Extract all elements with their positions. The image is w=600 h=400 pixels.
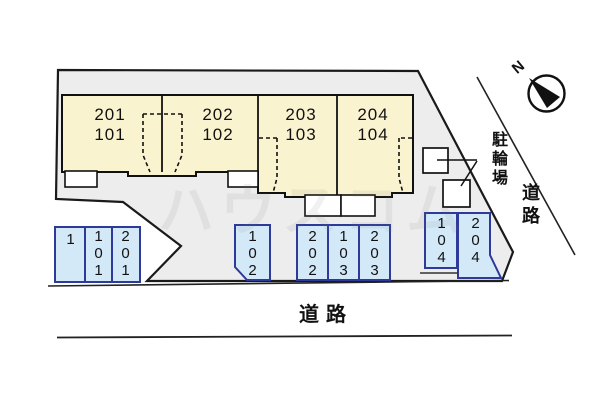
road-label-right: 道路 (520, 183, 540, 229)
porch-step-4 (340, 194, 376, 217)
road-edge-near (47, 279, 510, 287)
compass-needle (529, 78, 560, 108)
unit-lower-number: 103 (285, 125, 317, 144)
stall-number-204: 204 (471, 215, 480, 266)
unit-label-201-101: 201 101 (80, 105, 140, 145)
unit-label-204-104: 204 104 (343, 105, 403, 145)
porch-step-1 (64, 170, 98, 188)
road-label-bottom: 道路 (299, 304, 353, 326)
road-edge-far (56, 334, 513, 339)
entrance-path-dashed-3 (398, 137, 412, 194)
stall-number-1: 1 (66, 231, 75, 248)
bicycle-parking-label: 駐輪場 (489, 131, 506, 188)
unit-upper-number: 204 (357, 105, 389, 124)
stall-101-shape (84, 226, 113, 283)
stall-201-shape (111, 226, 141, 283)
road-edge-right (476, 76, 576, 256)
unit-label-202-102: 202 102 (188, 105, 248, 145)
watermark-text: ハウスコム (158, 179, 468, 242)
stall-number-201: 201 (121, 228, 130, 279)
bicycle-rack-2 (442, 179, 471, 208)
stall-number-103: 103 (339, 228, 348, 279)
unit-upper-number: 201 (94, 105, 126, 124)
unit-label-203-103: 203 103 (271, 105, 331, 145)
unit-upper-number: 202 (202, 105, 234, 124)
parking-stalls (54, 212, 503, 283)
stall-104-shape (424, 212, 458, 269)
bicycle-leader-line-2 (460, 160, 478, 187)
unit-lower-number: 101 (94, 125, 126, 144)
stall-number-102: 102 (248, 228, 257, 279)
stall-number-202: 202 (308, 228, 317, 279)
stall-number-203: 203 (370, 228, 379, 279)
stall-202-shape (296, 224, 329, 281)
stall-number-104: 104 (437, 215, 446, 266)
unit-upper-number: 203 (285, 105, 317, 124)
stall-102-shape (234, 224, 271, 281)
entrance-path-dashed-2 (259, 137, 278, 194)
stall-203-shape (358, 224, 391, 281)
stall-204-shape (457, 212, 503, 279)
unit-lower-number: 102 (202, 125, 234, 144)
porch-step-2 (227, 170, 259, 188)
stall-number-101: 101 (94, 228, 103, 279)
stall-1-shape (54, 226, 86, 283)
unit-lower-number: 104 (357, 125, 389, 144)
